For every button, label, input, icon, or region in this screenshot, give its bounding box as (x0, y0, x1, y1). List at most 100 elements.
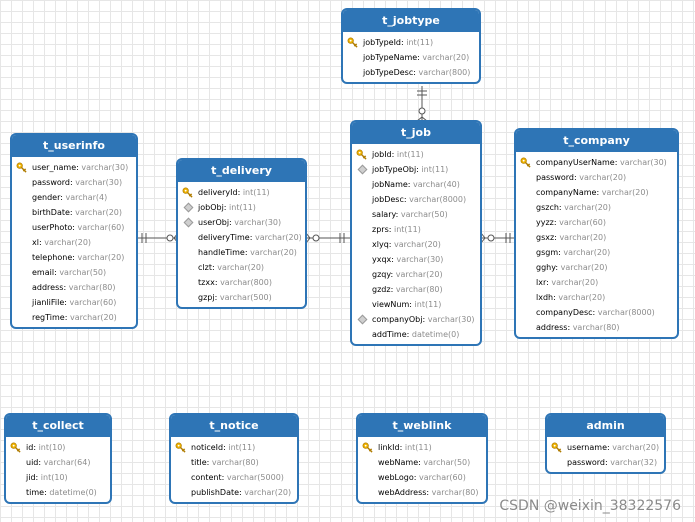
field-row[interactable]: jobObj: int(11) (178, 200, 305, 215)
field-row[interactable]: jobTypeName: varchar(20) (343, 50, 479, 65)
field-row[interactable]: zprs: int(11) (352, 222, 480, 237)
field-row[interactable]: content: varchar(5000) (171, 470, 297, 485)
field-row[interactable]: userObj: varchar(30) (178, 215, 305, 230)
field-row[interactable]: jid: int(10) (6, 470, 110, 485)
field-row[interactable]: userPhoto: varchar(60) (12, 220, 136, 235)
field-row[interactable]: user_name: varchar(30) (12, 160, 136, 175)
field-type: varchar(50) (423, 458, 471, 467)
field-row[interactable]: time: datetime(0) (6, 485, 110, 500)
field-row[interactable]: deliveryId: int(11) (178, 185, 305, 200)
field-type: varchar(60) (418, 473, 466, 482)
field-name: lxr (536, 278, 547, 287)
field-row[interactable]: companyDesc: varchar(8000) (516, 305, 677, 320)
field-row[interactable]: companyName: varchar(20) (516, 185, 677, 200)
field-row[interactable]: email: varchar(50) (12, 265, 136, 280)
field-separator: : (249, 233, 255, 242)
field-type: varchar(20) (395, 270, 443, 279)
field-name: addTime (372, 330, 407, 339)
field-separator: : (413, 68, 419, 77)
field-row[interactable]: password: varchar(32) (547, 455, 664, 470)
field-row[interactable]: jianliFile: varchar(60) (12, 295, 136, 310)
foreign-key-icon (357, 314, 368, 325)
field-row[interactable]: companyObj: varchar(30) (352, 312, 480, 327)
field-row[interactable]: publishDate: varchar(20) (171, 485, 297, 500)
field-type: datetime(0) (411, 330, 460, 339)
field-row[interactable]: id: int(10) (6, 440, 110, 455)
field-type: varchar(80) (68, 283, 116, 292)
field-row[interactable]: jobTypeObj: int(11) (352, 162, 480, 177)
field-row[interactable]: yxqx: varchar(30) (352, 252, 480, 267)
field-row[interactable]: jobDesc: varchar(8000) (352, 192, 480, 207)
field-row[interactable]: addTime: datetime(0) (352, 327, 480, 342)
field-row[interactable]: gzpj: varchar(500) (178, 290, 305, 305)
field-row[interactable]: gsxz: varchar(20) (516, 230, 677, 245)
field-type: int(11) (242, 188, 270, 197)
field-row[interactable]: xlyq: varchar(20) (352, 237, 480, 252)
field-row[interactable]: address: varchar(80) (516, 320, 677, 335)
field-row[interactable]: birthDate: varchar(20) (12, 205, 136, 220)
field-type: varchar(8000) (409, 195, 467, 204)
field-separator: : (407, 180, 414, 189)
field-separator: : (614, 158, 620, 167)
field-row[interactable]: clzt: varchar(20) (178, 260, 305, 275)
field-row[interactable]: address: varchar(80) (12, 280, 136, 295)
field-row[interactable]: yyzz: varchar(60) (516, 215, 677, 230)
field-row[interactable]: jobId: int(11) (352, 147, 480, 162)
field-row[interactable]: uid: varchar(64) (6, 455, 110, 470)
table-title: t_weblink (358, 415, 486, 437)
field-row[interactable]: deliveryTime: varchar(20) (178, 230, 305, 245)
field-row[interactable]: jobTypeId: int(11) (343, 35, 479, 50)
table-title: t_collect (6, 415, 110, 437)
table-t_collect[interactable]: t_collect id: int(10)uid: varchar(64)jid:… (4, 413, 112, 504)
field-name: jobTypeDesc (363, 68, 414, 77)
field-type: int(11) (396, 150, 424, 159)
field-row[interactable]: gghy: varchar(20) (516, 260, 677, 275)
field-row[interactable]: tzxx: varchar(800) (178, 275, 305, 290)
field-row[interactable]: salary: varchar(50) (352, 207, 480, 222)
field-type: int(11) (404, 443, 432, 452)
field-row[interactable]: viewNum: int(11) (352, 297, 480, 312)
field-list: jobId: int(11)jobTypeObj: int(11)jobName… (352, 144, 480, 344)
field-row[interactable]: noticeId: int(11) (171, 440, 297, 455)
field-row[interactable]: webName: varchar(50) (358, 455, 486, 470)
field-separator: : (416, 165, 422, 174)
table-t_weblink[interactable]: t_weblink linkId: int(11)webName: varchar… (356, 413, 488, 504)
field-row[interactable]: xl: varchar(20) (12, 235, 136, 250)
field-row[interactable]: webAddress: varchar(80) (358, 485, 486, 500)
field-row[interactable]: lxr: varchar(20) (516, 275, 677, 290)
field-type: int(11) (229, 203, 256, 212)
field-row[interactable]: regTime: varchar(20) (12, 310, 136, 325)
field-name: password (536, 173, 574, 182)
field-row[interactable]: companyUserName: varchar(30) (516, 155, 677, 170)
field-row[interactable]: gzqy: varchar(20) (352, 267, 480, 282)
field-name: deliveryId (198, 188, 238, 197)
field-row[interactable]: webLogo: varchar(60) (358, 470, 486, 485)
field-row[interactable]: lxdh: varchar(20) (516, 290, 677, 305)
field-row[interactable]: gender: varchar(4) (12, 190, 136, 205)
field-row[interactable]: password: varchar(20) (516, 170, 677, 185)
field-separator: : (567, 323, 573, 332)
field-row[interactable]: linkId: int(11) (358, 440, 486, 455)
field-separator: : (214, 278, 221, 287)
field-row[interactable]: gsgm: varchar(20) (516, 245, 677, 260)
field-separator: : (33, 443, 39, 452)
field-name: webAddress (378, 488, 427, 497)
field-row[interactable]: jobTypeDesc: varchar(800) (343, 65, 479, 80)
field-row[interactable]: jobName: varchar(40) (352, 177, 480, 192)
watermark: CSDN @weixin_38322576 (499, 498, 681, 514)
field-row[interactable]: gszch: varchar(20) (516, 200, 677, 215)
field-row[interactable]: title: varchar(80) (171, 455, 297, 470)
field-separator: : (406, 330, 412, 339)
field-row[interactable]: telephone: varchar(20) (12, 250, 136, 265)
field-row[interactable]: username: varchar(20) (547, 440, 664, 455)
field-row[interactable]: handleTime: varchar(20) (178, 245, 305, 260)
field-row[interactable]: password: varchar(30) (12, 175, 136, 190)
field-row[interactable]: gzdz: varchar(80) (352, 282, 480, 297)
